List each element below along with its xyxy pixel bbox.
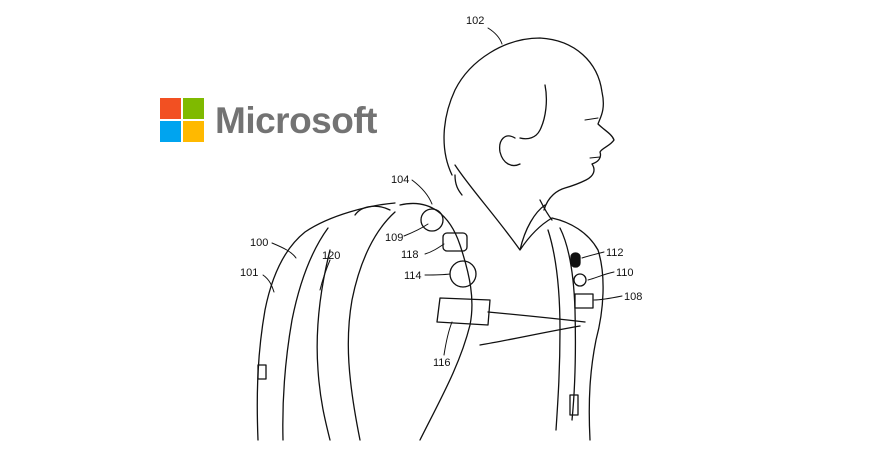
device-118-pad — [442, 232, 468, 252]
neck — [454, 174, 553, 221]
eye — [584, 117, 599, 121]
ref-102: 102 — [466, 15, 484, 27]
hairline — [519, 84, 547, 140]
ref-101: 101 — [240, 267, 258, 279]
logo-square — [183, 98, 204, 119]
right-strap — [559, 227, 577, 421]
device-109-circle — [420, 208, 444, 232]
ref-109: 109 — [385, 232, 403, 244]
ref-116: 116 — [433, 357, 451, 369]
ref-118: 118 — [401, 249, 419, 261]
side-buckle — [257, 364, 267, 380]
head-outline — [443, 37, 615, 211]
shoulder-strap-inner — [347, 211, 396, 441]
ref-108: 108 — [624, 291, 642, 303]
arm — [316, 249, 331, 441]
ear — [499, 135, 521, 167]
backpack-handle — [354, 205, 391, 216]
strap-buckle — [569, 394, 579, 416]
mouth — [589, 156, 601, 159]
shoulder-strap — [399, 202, 473, 441]
ref-104: 104 — [391, 174, 409, 186]
right-strap-edge — [547, 229, 561, 431]
device-114-speaker — [449, 260, 477, 288]
backpack-front-panel — [282, 227, 329, 441]
ref-110: 110 — [616, 267, 634, 279]
sternum-strap-lower — [479, 325, 581, 346]
chest-strap — [436, 297, 491, 326]
logo-square — [160, 121, 181, 142]
device-112-camera — [570, 252, 581, 268]
ref-100: 100 — [250, 237, 268, 249]
shirt-outline — [551, 217, 604, 441]
brand-name: Microsoft — [215, 100, 378, 141]
leader-lines — [262, 27, 623, 356]
ref-112: 112 — [606, 247, 624, 259]
device-110-button — [573, 273, 587, 287]
logo-square — [160, 98, 181, 119]
ref-120: 120 — [322, 250, 340, 262]
logo-square — [183, 121, 204, 142]
collar — [454, 164, 553, 251]
microsoft-logo: Microsoft — [160, 98, 380, 144]
device-108-panel — [574, 293, 594, 309]
microsoft-logo-icon — [160, 98, 204, 142]
sternum-strap — [487, 311, 586, 323]
ref-114: 114 — [404, 270, 422, 282]
